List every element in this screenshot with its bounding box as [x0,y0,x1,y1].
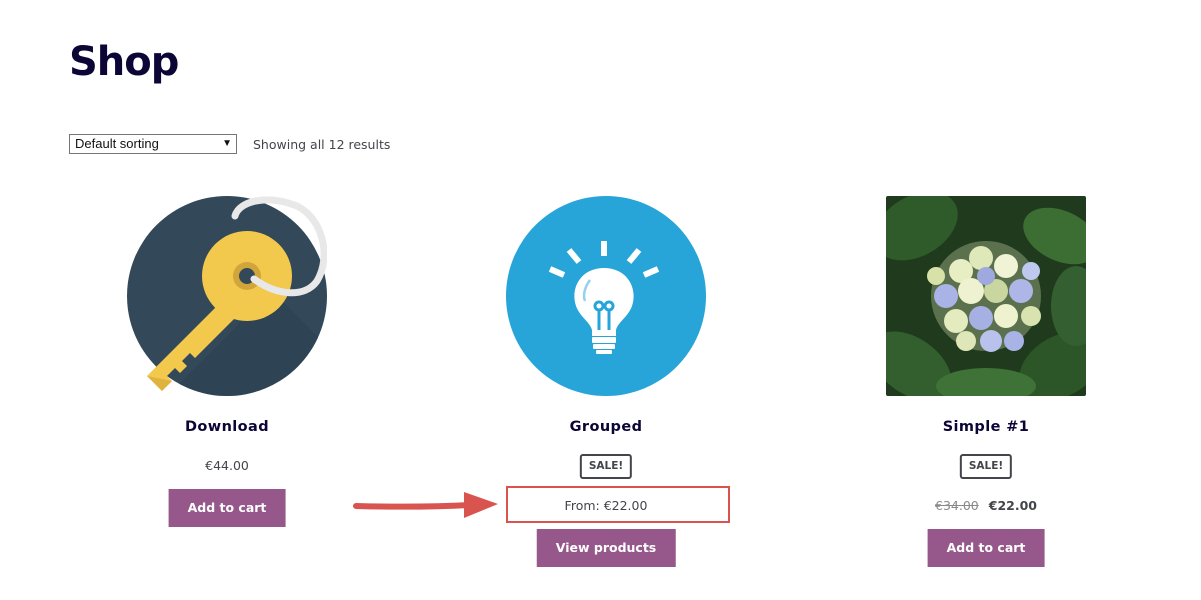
product-card-grouped: Grouped SALE! From: €22.00 View products [456,196,756,567]
red-highlight-box [506,486,730,523]
old-price: €34.00 [935,498,979,513]
lightbulb-icon[interactable] [506,196,706,396]
key-icon[interactable] [127,196,327,396]
result-count: Showing all 12 results [253,137,391,152]
page-title: Shop [69,39,179,85]
product-price: From: €22.00 [564,498,648,513]
sorting-select[interactable]: Default sorting ▼ [69,134,237,154]
view-products-button[interactable]: View products [536,529,676,567]
product-card-download: Download €44.00 Add to cart [77,196,377,527]
sale-badge: SALE! [959,454,1013,479]
add-to-cart-button[interactable]: Add to cart [927,529,1045,567]
sale-badge: SALE! [579,454,633,479]
sale-price: €22.00 [988,498,1037,513]
red-arrow-icon [353,492,498,518]
sorting-selected-value: Default sorting [75,136,159,151]
hydrangea-photo[interactable] [886,196,1086,396]
product-title[interactable]: Simple #1 [942,419,1030,435]
chevron-down-icon: ▼ [222,138,232,149]
add-to-cart-button[interactable]: Add to cart [168,489,286,527]
product-price: €44.00 [205,458,249,473]
product-title[interactable]: Download [184,419,269,435]
product-card-simple-1: Simple #1 SALE! €34.00 €22.00 Add to cart [836,196,1136,567]
product-price: €34.00 €22.00 [836,498,1136,513]
product-title[interactable]: Grouped [569,419,643,435]
